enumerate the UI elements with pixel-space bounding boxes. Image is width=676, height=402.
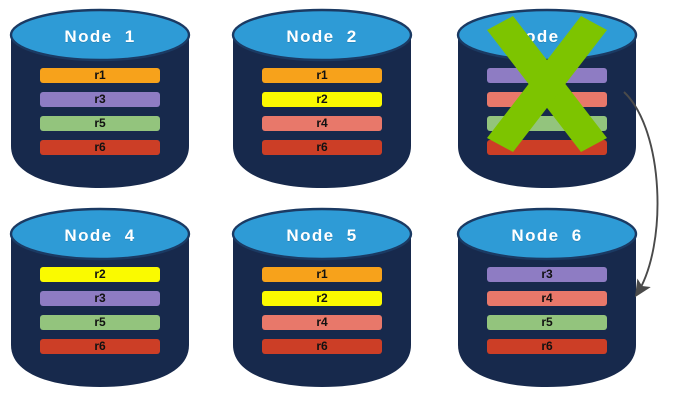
- replica-bar-r3[interactable]: r3: [40, 92, 160, 107]
- replica-bar-r4[interactable]: r4: [262, 315, 382, 330]
- replica-bar-r1[interactable]: r1: [40, 68, 160, 83]
- replica-stack: r1 r2 r4 r6: [262, 68, 382, 155]
- replica-bar-r2[interactable]: r2: [262, 291, 382, 306]
- replica-stack: r2 r3 r5 r6: [40, 267, 160, 354]
- replica-bar-r5[interactable]: [487, 116, 607, 131]
- replica-stack: r1 r2 r4 r6: [262, 267, 382, 354]
- replica-bar-r6[interactable]: r6: [262, 140, 382, 155]
- cylinder-top: [456, 8, 638, 62]
- cylinder-top: [9, 207, 191, 261]
- replica-bar-r3[interactable]: r3: [487, 267, 607, 282]
- cylinder-top: [231, 8, 413, 62]
- cylinder-top: [9, 8, 191, 62]
- replica-bar-r5[interactable]: r5: [487, 315, 607, 330]
- replica-bar-r2[interactable]: r2: [40, 267, 160, 282]
- cylinder-top: [456, 207, 638, 261]
- replica-bar-r4[interactable]: r4: [487, 291, 607, 306]
- replica-bar-r1[interactable]: r1: [262, 267, 382, 282]
- replica-bar-r6[interactable]: r6: [487, 339, 607, 354]
- replica-bar-r1[interactable]: r1: [262, 68, 382, 83]
- replica-bar-r2[interactable]: r2: [262, 92, 382, 107]
- replica-stack: r3 r4 r5 r6: [487, 267, 607, 354]
- cylinder-top: [231, 207, 413, 261]
- replica-bar-r4[interactable]: [487, 92, 607, 107]
- replica-bar-r4[interactable]: r4: [262, 116, 382, 131]
- replica-bar-r6[interactable]: [487, 140, 607, 155]
- replica-stack: r1 r3 r5 r6: [40, 68, 160, 155]
- replica-bar-r3[interactable]: r3: [40, 291, 160, 306]
- replica-stack: r3: [487, 68, 607, 155]
- replica-bar-r6[interactable]: r6: [40, 140, 160, 155]
- replica-bar-r5[interactable]: r5: [40, 315, 160, 330]
- replica-bar-r5[interactable]: r5: [40, 116, 160, 131]
- replica-bar-r6[interactable]: r6: [262, 339, 382, 354]
- replica-bar-r6[interactable]: r6: [40, 339, 160, 354]
- replica-bar-r3[interactable]: r3: [487, 68, 607, 83]
